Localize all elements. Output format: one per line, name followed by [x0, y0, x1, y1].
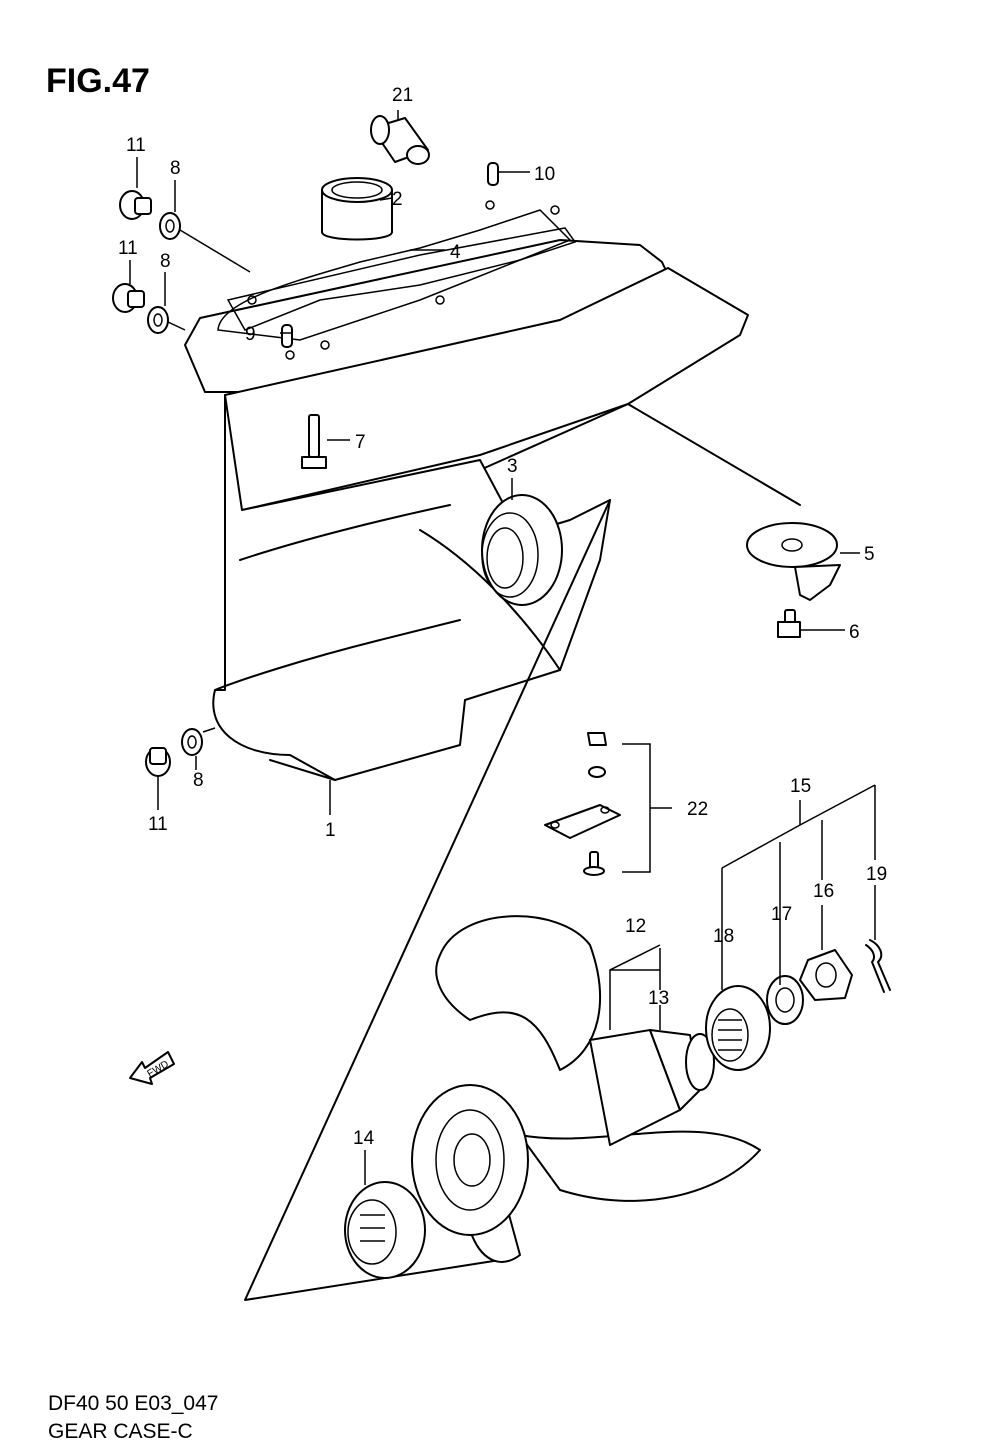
- callout-10: 10: [534, 164, 555, 185]
- figure-caption: GEAR CASE-C: [48, 1420, 193, 1443]
- callout-6: 6: [849, 622, 860, 643]
- tab-plate-22[interactable]: [544, 804, 621, 839]
- callout-13: 13: [648, 988, 669, 1009]
- callout-11-top: 11: [126, 135, 146, 156]
- figure-title: FIG.47: [46, 62, 150, 100]
- callout-14: 14: [353, 1128, 375, 1149]
- gasket-8-mid[interactable]: [147, 306, 169, 334]
- callout-2: 2: [392, 189, 403, 210]
- drain-plug-11-bottom[interactable]: [145, 747, 171, 777]
- callout-1: 1: [325, 820, 336, 841]
- washer-18[interactable]: [705, 985, 771, 1071]
- fwd-label: FWD: [146, 1059, 171, 1080]
- propeller-12[interactable]: [411, 915, 761, 1263]
- callout-5: 5: [864, 544, 875, 565]
- dowel-pin-9[interactable]: [281, 324, 293, 348]
- gasket-8-bottom[interactable]: [181, 728, 203, 756]
- bolt-6[interactable]: [777, 609, 801, 638]
- spacer-13[interactable]: [685, 1033, 715, 1091]
- prop-nut-16[interactable]: [799, 949, 853, 1001]
- drain-plug-11-top[interactable]: [119, 190, 152, 220]
- callout-17: 17: [771, 904, 792, 925]
- callout-8-bottom: 8: [193, 770, 204, 791]
- callout-8-top: 8: [170, 158, 181, 179]
- bolt-7[interactable]: [301, 414, 327, 469]
- nut-22[interactable]: [587, 732, 607, 746]
- anode-5[interactable]: [746, 522, 841, 601]
- callout-22: 22: [687, 799, 708, 820]
- figure-code: DF40 50 E03_047: [48, 1392, 219, 1415]
- callout-9: 9: [245, 324, 256, 345]
- callout-15: 15: [790, 776, 811, 797]
- callout-21: 21: [392, 85, 413, 106]
- callout-18: 18: [713, 926, 734, 947]
- callout-19: 19: [866, 864, 887, 885]
- washer-22[interactable]: [588, 766, 606, 778]
- gasket-8-top[interactable]: [159, 212, 181, 240]
- callout-7: 7: [355, 432, 366, 453]
- gear-case-body[interactable]: [184, 200, 801, 781]
- seal-housing-3[interactable]: [481, 494, 563, 606]
- water-tube-21[interactable]: [370, 115, 430, 165]
- dowel-pin-10[interactable]: [487, 162, 499, 186]
- cotter-pin-19[interactable]: [865, 939, 891, 993]
- callout-11-mid: 11: [118, 238, 138, 259]
- bushing-2[interactable]: [321, 177, 393, 241]
- callout-8-mid: 8: [160, 251, 171, 272]
- forward-arrow-icon: FWD: [129, 1051, 175, 1085]
- callout-3: 3: [507, 456, 518, 477]
- washer-14[interactable]: [344, 1181, 426, 1279]
- drain-plug-11-mid[interactable]: [112, 283, 145, 313]
- screw-22[interactable]: [583, 851, 605, 876]
- callout-16: 16: [813, 881, 834, 902]
- washer-17[interactable]: [766, 975, 804, 1025]
- callout-12: 12: [625, 916, 646, 937]
- callout-4: 4: [450, 242, 461, 263]
- callout-11-bottom: 11: [148, 814, 168, 835]
